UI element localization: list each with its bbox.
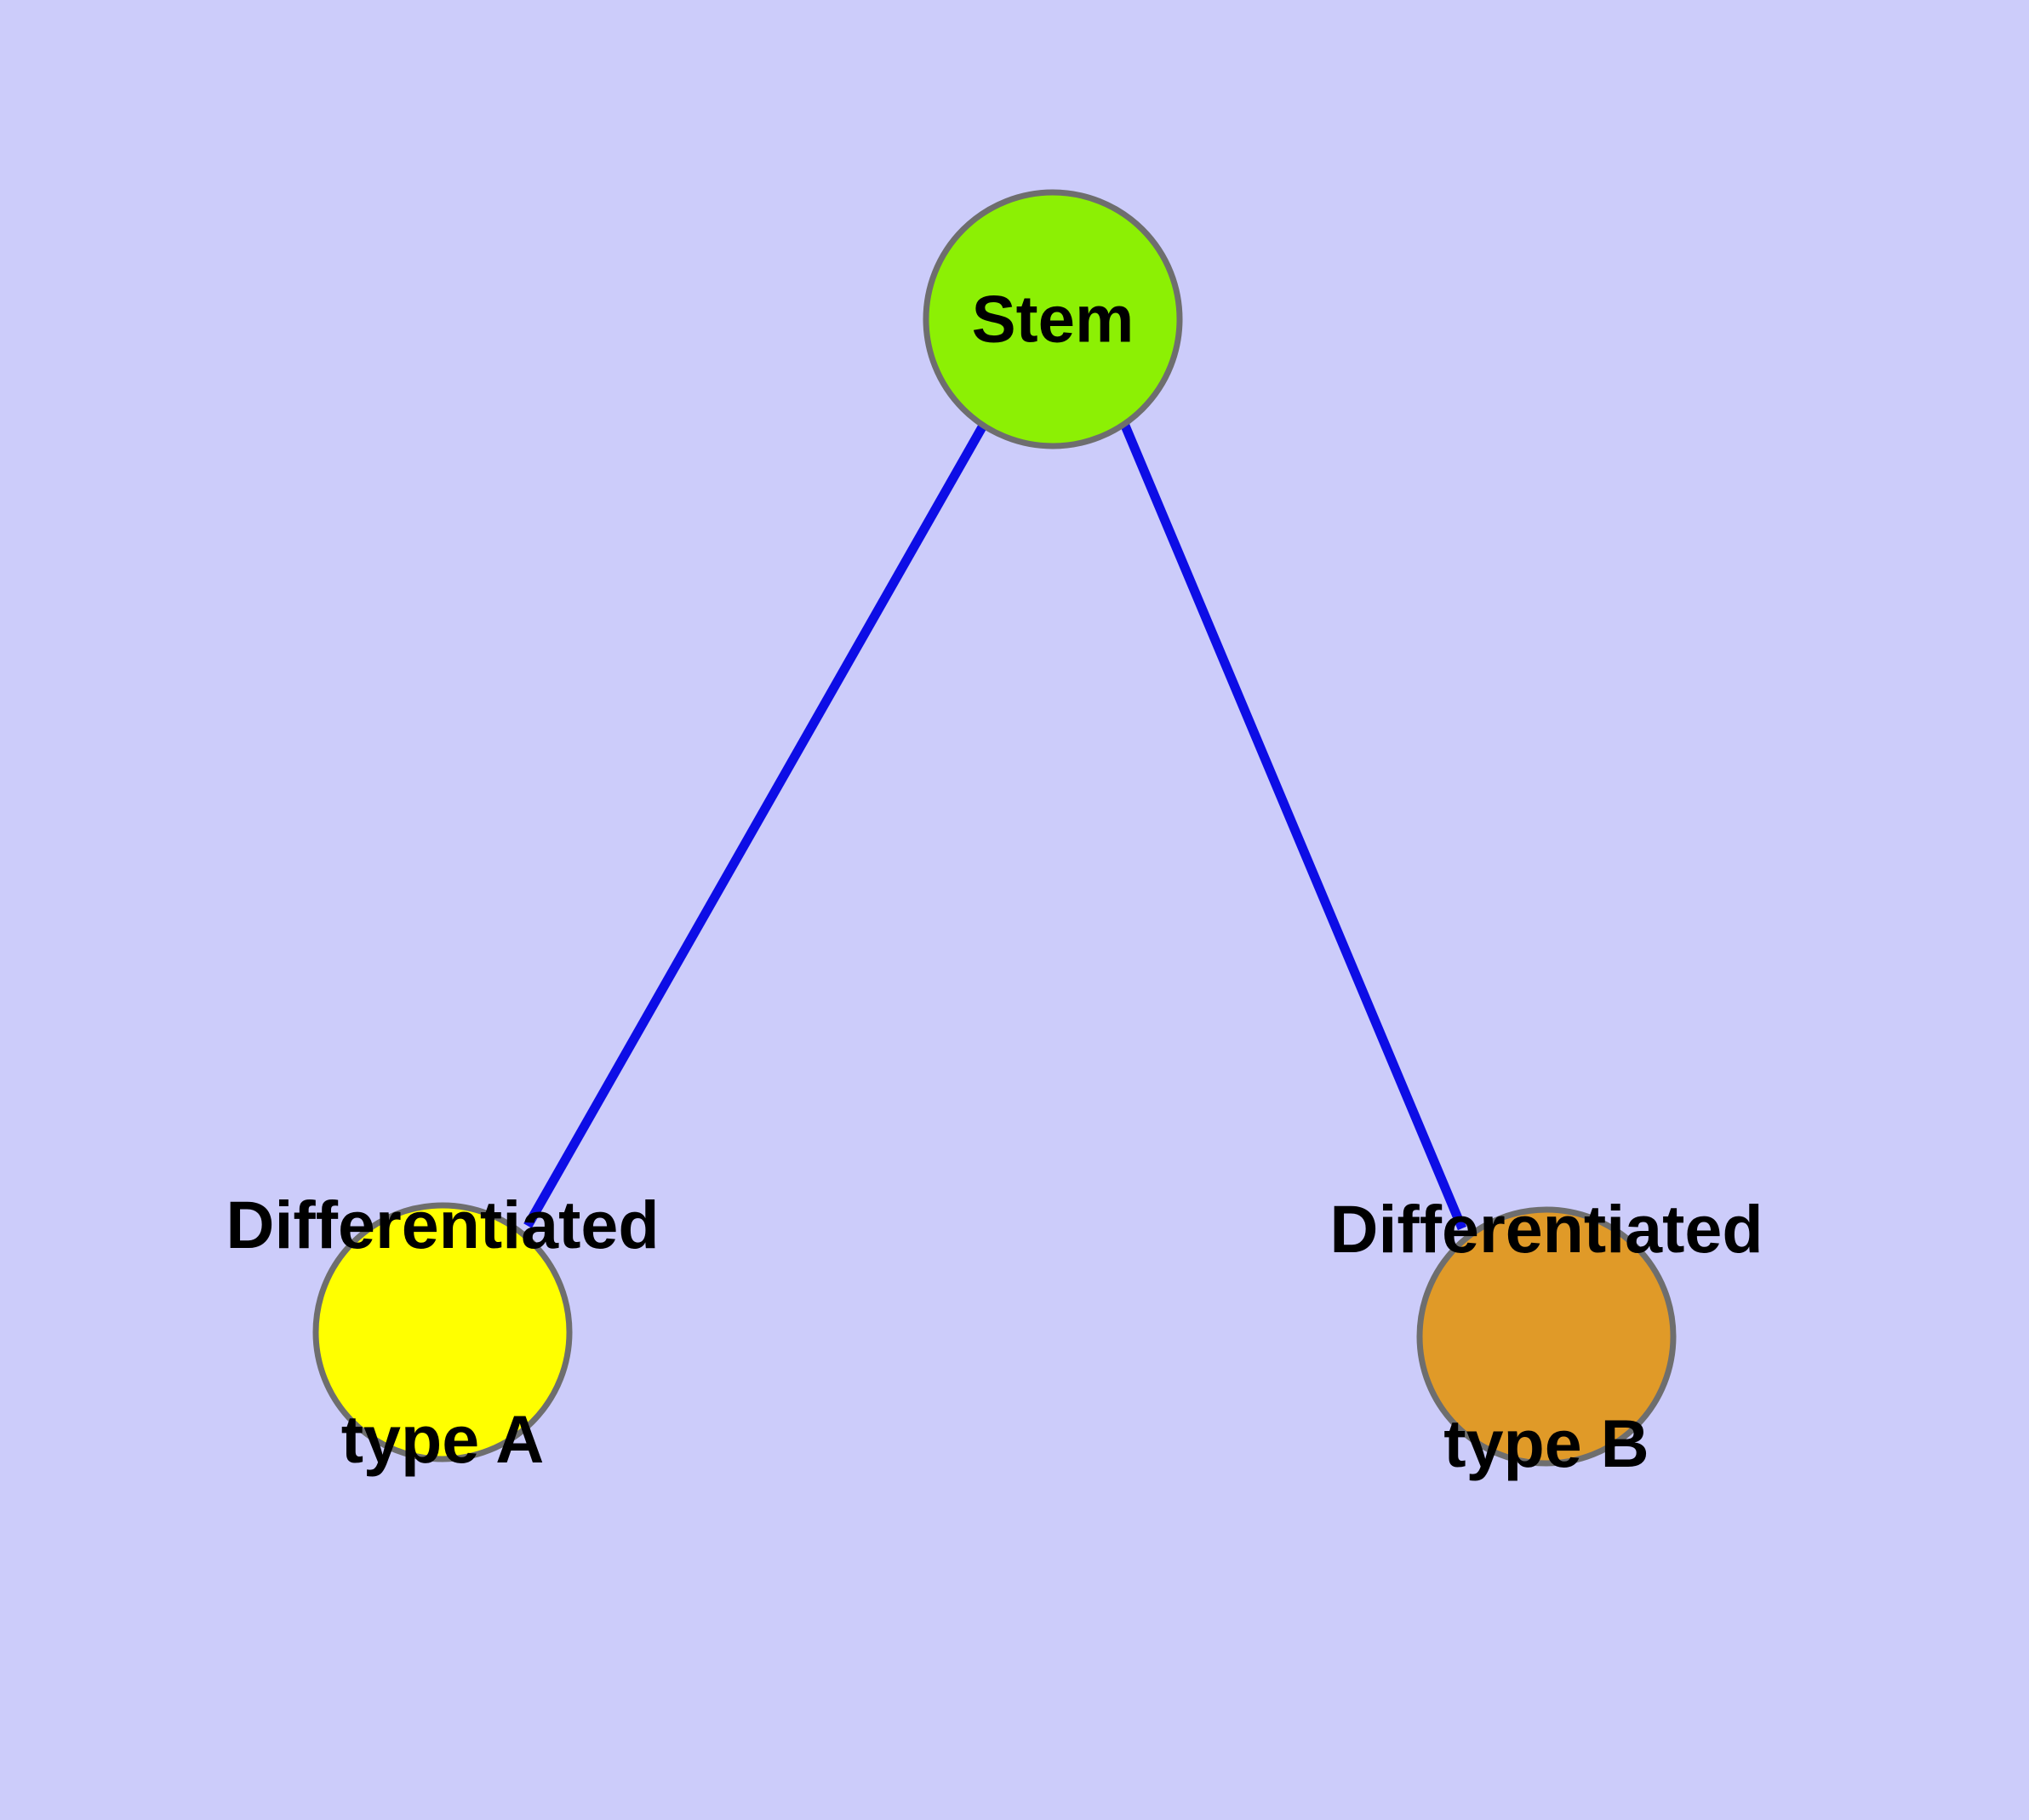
edge-stem-to-differentiated-type-a[interactable]	[523, 423, 987, 1228]
node-differentiated-type-b[interactable]	[1416, 1206, 1677, 1467]
node-stem[interactable]	[923, 189, 1183, 449]
edge-group	[523, 423, 1467, 1231]
node-group	[312, 189, 1677, 1467]
edge-stem-to-differentiated-type-b[interactable]	[1120, 423, 1467, 1231]
node-differentiated-type-a[interactable]	[312, 1202, 573, 1462]
